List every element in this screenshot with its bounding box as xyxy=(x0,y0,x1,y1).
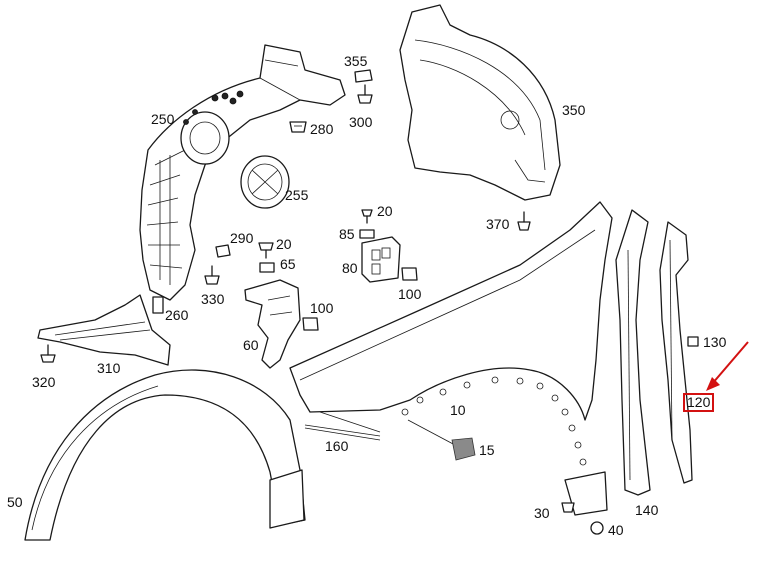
part-20-screw-upper xyxy=(361,209,373,224)
label-250: 250 xyxy=(151,111,175,127)
label-40: 40 xyxy=(608,522,624,538)
label-50: 50 xyxy=(7,494,23,510)
label-290: 290 xyxy=(230,230,254,246)
part-30-screw xyxy=(561,502,575,513)
label-60: 60 xyxy=(243,337,259,353)
part-15-clip xyxy=(407,419,476,461)
part-100-nut-lower xyxy=(302,317,319,331)
part-120-seal xyxy=(659,221,693,484)
label-120-highlighted: 120 xyxy=(683,393,715,412)
part-280-clip xyxy=(289,121,307,133)
label-80: 80 xyxy=(342,260,358,276)
part-355-clip xyxy=(354,69,373,83)
part-330-screw xyxy=(204,265,220,285)
part-255-round-cover xyxy=(240,155,290,209)
part-10-fender xyxy=(289,201,613,516)
label-355: 355 xyxy=(344,53,368,69)
part-350-wheel-arch-liner-rear xyxy=(399,4,561,201)
part-250-wheel-arch-liner-front xyxy=(139,44,346,301)
part-80-bracket xyxy=(361,236,401,283)
part-140-pillar-trim xyxy=(615,209,651,496)
label-15: 15 xyxy=(479,442,495,458)
label-255: 255 xyxy=(285,187,309,203)
label-85: 85 xyxy=(339,226,355,242)
part-160-trim-strip xyxy=(304,424,381,441)
label-320: 320 xyxy=(32,374,56,390)
part-20-screw-lower xyxy=(258,242,274,259)
label-10: 10 xyxy=(450,402,466,418)
part-60-bracket xyxy=(244,279,301,369)
part-320-screw xyxy=(40,344,56,363)
label-350: 350 xyxy=(562,102,586,118)
part-260-clip xyxy=(152,296,164,314)
label-330: 330 xyxy=(201,291,225,307)
part-50-wheel-arch-trim xyxy=(24,369,306,541)
label-100-lower: 100 xyxy=(310,300,334,316)
part-370-bolt xyxy=(517,211,531,231)
label-130: 130 xyxy=(703,334,727,350)
label-20-upper: 20 xyxy=(377,203,393,219)
part-130-screw xyxy=(687,336,699,347)
label-65: 65 xyxy=(280,256,296,272)
part-65-nut xyxy=(259,262,275,273)
label-280: 280 xyxy=(310,121,334,137)
label-100-upper: 100 xyxy=(398,286,422,302)
part-300-screw xyxy=(357,84,373,104)
label-300: 300 xyxy=(349,114,373,130)
label-30: 30 xyxy=(534,505,550,521)
part-85-nut xyxy=(359,229,375,239)
label-370: 370 xyxy=(486,216,510,232)
label-260: 260 xyxy=(165,307,189,323)
label-310: 310 xyxy=(97,360,121,376)
callout-arrow xyxy=(706,341,749,391)
fender-holes xyxy=(401,376,587,466)
part-40-nut xyxy=(590,521,604,535)
label-20-lower: 20 xyxy=(276,236,292,252)
part-290-clip xyxy=(215,244,231,258)
label-140: 140 xyxy=(635,502,659,518)
label-160: 160 xyxy=(325,438,349,454)
part-310-panel xyxy=(37,294,171,366)
part-100-nut-upper xyxy=(401,267,418,281)
